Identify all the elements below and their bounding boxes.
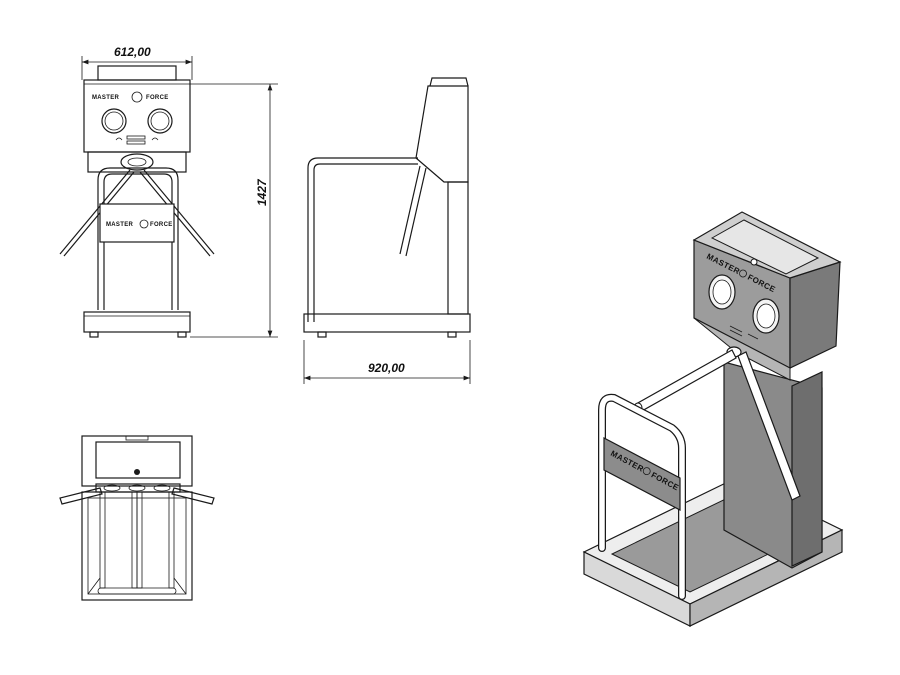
front-base <box>83 311 191 333</box>
front-panel-brand-right: FORCE <box>150 222 173 228</box>
side-view: 920,00 <box>303 77 471 384</box>
iso-brand-panel <box>603 437 681 511</box>
width-dimension-label: 612,00 <box>114 45 151 59</box>
front-brand-right: FORCE <box>146 95 169 101</box>
height-dimension-label: 1427 <box>255 178 269 206</box>
front-brand-left: MASTER <box>92 95 119 101</box>
height-dimension: 1427 <box>190 83 278 338</box>
right-hand-opening <box>147 108 173 134</box>
depth-dimension: 920,00 <box>303 340 471 384</box>
front-panel-brand-left: MASTER <box>106 222 133 228</box>
side-base <box>303 313 471 333</box>
front-brand-panel <box>99 203 175 243</box>
isometric-view: MASTER FORCE MASTER FORCE <box>582 211 844 627</box>
turnstile-hub <box>120 153 154 171</box>
left-hand-opening <box>101 108 127 134</box>
top-view <box>59 435 215 601</box>
front-view: 612,00 MASTER FORCE <box>59 45 278 338</box>
front-panel-brand: MASTER FORCE <box>106 219 173 229</box>
front-brand-logo: MASTER FORCE <box>92 91 169 103</box>
depth-dimension-label: 920,00 <box>368 361 405 375</box>
width-dimension: 612,00 <box>81 45 193 80</box>
